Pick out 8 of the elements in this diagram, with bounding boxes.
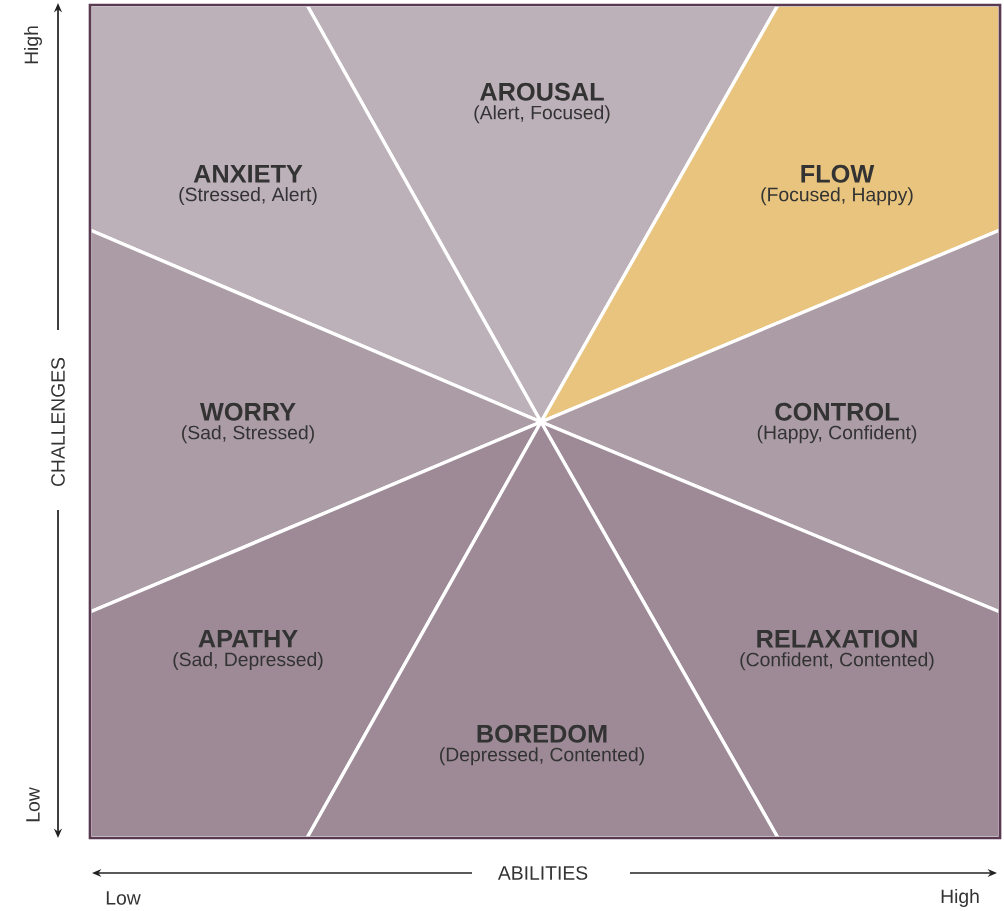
axis-label: High [24,26,42,64]
axis-label: ABILITIES [497,866,588,880]
axis-label: High [941,889,979,907]
axis-label: CHALLENGES [51,357,65,486]
axis-label: Low [26,787,40,822]
sector: CONTROL (Happy, Confident) [539,228,1002,614]
sector: WORRY (Sad, Stressed) [88,228,543,614]
axis-label: Low [106,891,141,905]
